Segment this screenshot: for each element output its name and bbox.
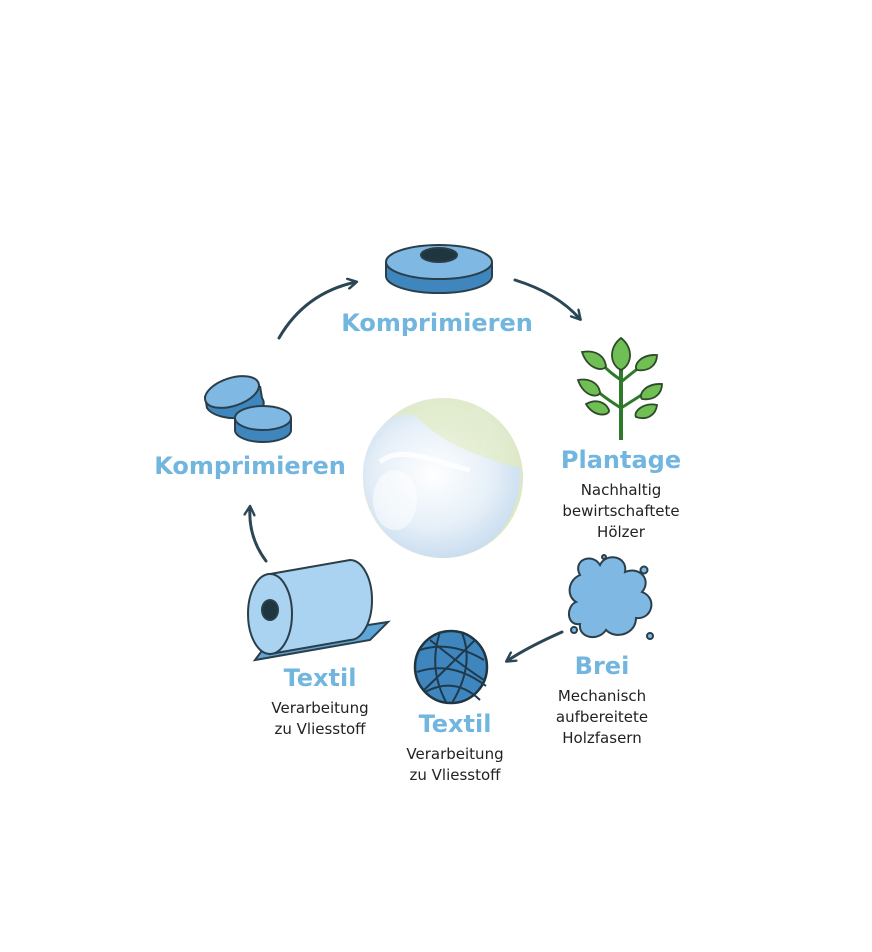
step-description: Nachhaltig bewirtschaftete Hölzer <box>562 481 680 541</box>
fiber-ball-icon <box>413 629 489 705</box>
pulp-cloud-icon <box>568 554 654 640</box>
step-title: Komprimieren <box>341 309 533 337</box>
fabric-roll-icon <box>247 558 391 662</box>
tablets-icon <box>204 375 292 443</box>
step-title: Textil <box>418 710 492 738</box>
yin-yang-leaf-water-icon <box>362 398 523 558</box>
step-description: Mechanisch aufbereitete Holzfasern <box>555 687 649 747</box>
step-title: Komprimieren <box>154 452 346 480</box>
step-title: Brei <box>574 652 630 680</box>
arrow-to-komprimieren-left <box>250 507 268 563</box>
step-plantage: Plantage Nachhaltig bewirtschaftete Hölz… <box>546 446 696 543</box>
arrow-to-textil-ball <box>507 630 564 661</box>
step-komprimieren-left: Komprimieren <box>150 452 350 480</box>
step-title: Plantage <box>560 446 682 474</box>
disc-icon <box>385 244 493 294</box>
plant-icon <box>576 336 663 440</box>
step-description: Verarbeitung zu Vliesstoff <box>271 699 369 738</box>
step-textil-ball: Textil Verarbeitung zu Vliesstoff <box>385 710 525 786</box>
step-brei: Brei Mechanisch aufbereitete Holzfasern <box>537 652 667 749</box>
arrow-to-komprimieren-top <box>277 282 356 340</box>
arrow-to-plantage <box>513 278 580 319</box>
step-description: Verarbeitung zu Vliesstoff <box>406 745 504 784</box>
cycle-arrows <box>250 280 580 661</box>
step-komprimieren-top: Komprimieren <box>337 309 537 337</box>
step-title: Textil <box>283 664 357 692</box>
step-textil-roll: Textil Verarbeitung zu Vliesstoff <box>250 664 390 740</box>
